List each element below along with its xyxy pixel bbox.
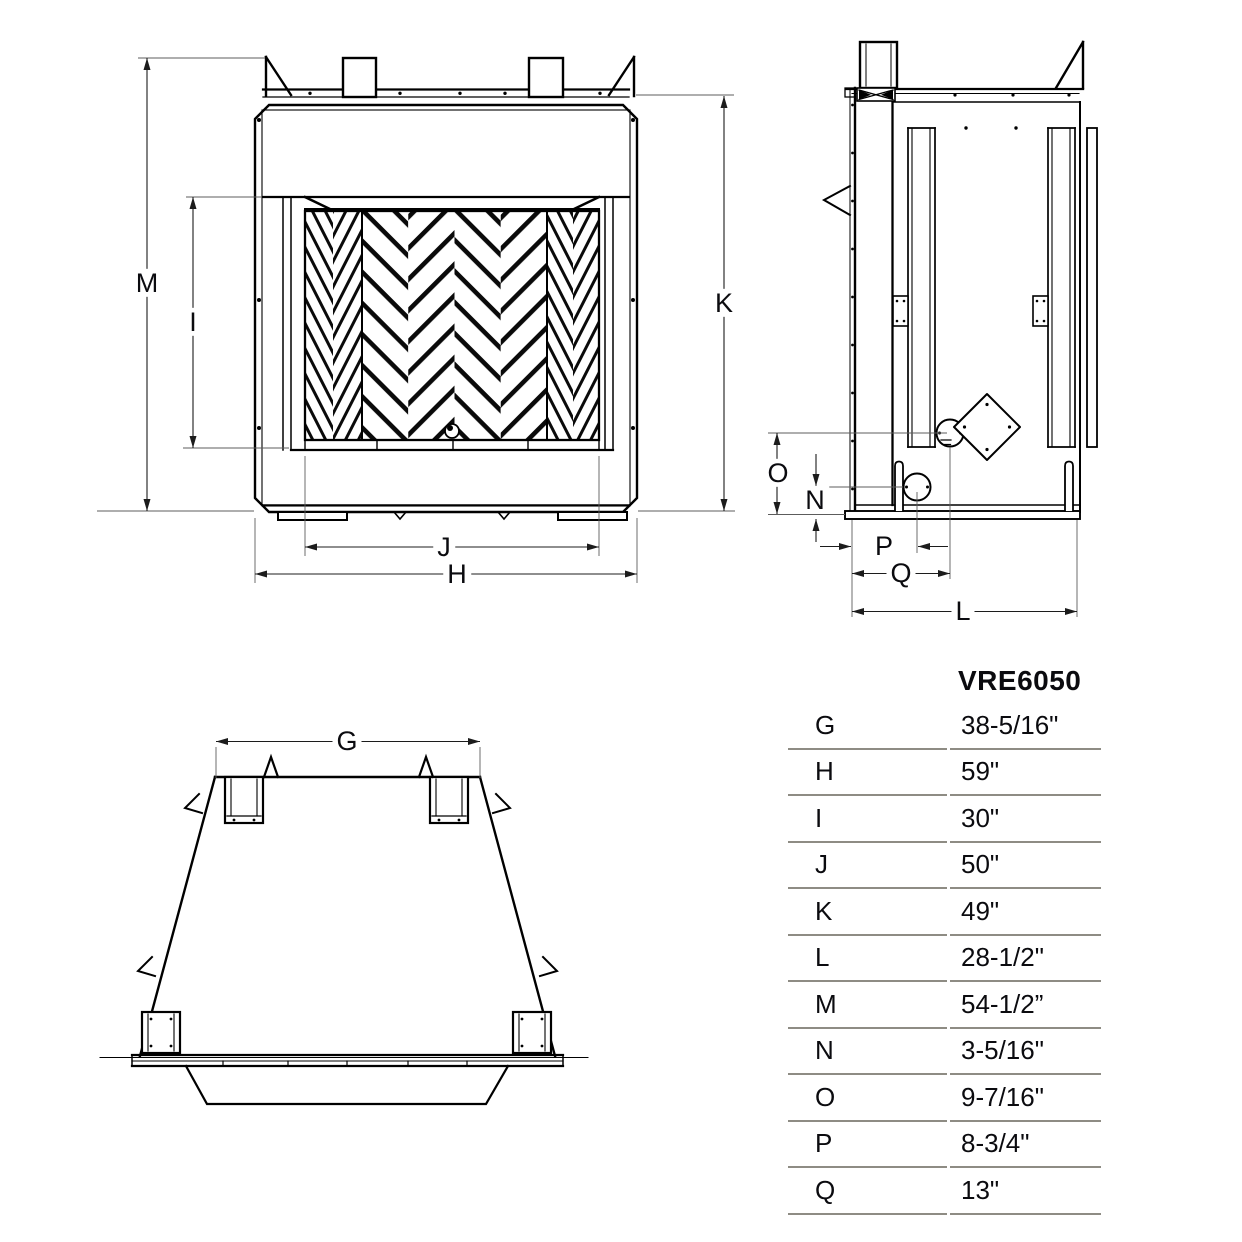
front-vent-stub-right (527, 56, 565, 99)
front-flange-screws (308, 91, 602, 96)
side-base-plate (844, 510, 1081, 520)
front-cabinet-screws (257, 118, 635, 430)
spec-table: VRE6050 G 38-5/16" H 59" I 30" J 50" K 4… (788, 658, 1101, 1215)
spec-row-q: Q 13" (788, 1168, 1101, 1215)
front-foot-right (557, 511, 628, 521)
base-post-right (1064, 460, 1074, 512)
top-rear-bracket-right (428, 775, 470, 825)
top-front-bay (184, 1064, 510, 1106)
front-corner-brace-left (264, 55, 293, 98)
rear-standoff-strip (1086, 127, 1098, 448)
spec-label: M (788, 982, 947, 1029)
spec-value: 13" (950, 1168, 1101, 1215)
side-corner-brace (1054, 40, 1085, 90)
interior-rail-right (1047, 127, 1076, 448)
side-wall-screws (851, 103, 854, 491)
dim-label-j: J (433, 532, 455, 561)
top-view-drawing (99, 753, 589, 1106)
spec-label: P (788, 1122, 947, 1168)
spec-label: O (788, 1075, 947, 1122)
top-rear-bracket-left (223, 775, 265, 825)
front-foot-left (277, 511, 348, 521)
front-corner-brace-right (607, 55, 636, 98)
dim-label-g: G (332, 726, 362, 755)
spec-value: 54-1/2” (950, 982, 1101, 1029)
front-view-drawing (253, 55, 639, 521)
firebox-brick-pattern (305, 211, 599, 440)
spec-value: 28-1/2" (950, 936, 1101, 982)
spec-value: 59" (950, 750, 1101, 796)
dim-label-o: O (763, 458, 793, 487)
rail-bracket-right (1032, 295, 1049, 327)
spec-value: 9-7/16" (950, 1075, 1101, 1122)
dim-label-q: Q (886, 558, 916, 587)
spec-row-k: K 49" (788, 889, 1101, 936)
spec-row-p: P 8-3/4" (788, 1122, 1101, 1168)
spec-value: 38-5/16" (950, 703, 1101, 750)
dim-label-l: L (951, 596, 975, 625)
top-front-rail (99, 1053, 589, 1068)
dim-label-h: H (443, 559, 471, 588)
dim-label-n: N (801, 485, 829, 514)
base-post-left (894, 460, 904, 512)
spec-label: H (788, 750, 947, 796)
pilot-fitting (444, 423, 460, 439)
side-wall-bracket (821, 184, 852, 217)
spec-label: N (788, 1029, 947, 1075)
spec-label: I (788, 796, 947, 843)
spec-label: K (788, 889, 947, 936)
spec-label: L (788, 936, 947, 982)
spec-row-l: L 28-1/2" (788, 936, 1101, 982)
spec-value: 30" (950, 796, 1101, 843)
spec-row-h: H 59" (788, 750, 1101, 796)
spec-value: 49" (950, 889, 1101, 936)
dim-label-p: P (870, 531, 898, 560)
spec-row-n: N 3-5/16" (788, 1029, 1101, 1075)
side-view-dimensions (768, 432, 1078, 617)
side-vent-stub (856, 40, 899, 102)
top-front-bracket-right (511, 1010, 553, 1055)
rail-bracket-left (892, 295, 909, 327)
spec-label: J (788, 843, 947, 889)
spec-label: Q (788, 1168, 947, 1215)
spec-row-j: J 50" (788, 843, 1101, 889)
spec-row-m: M 54-1/2” (788, 982, 1101, 1029)
spec-row-i: I 30" (788, 796, 1101, 843)
spec-row-o: O 9-7/16" (788, 1075, 1101, 1122)
spec-row-g: G 38-5/16" (788, 703, 1101, 750)
side-view-drawing (821, 40, 1098, 520)
spec-value: 8-3/4" (950, 1122, 1101, 1168)
spec-label: G (788, 703, 947, 750)
interior-rail-left (907, 127, 936, 448)
dim-label-k: K (710, 288, 738, 317)
spec-value: 50" (950, 843, 1101, 889)
dim-label-m: M (131, 268, 163, 297)
spec-value: 3-5/16" (950, 1029, 1101, 1075)
front-vent-stub-left (341, 56, 378, 99)
top-front-bracket-left (140, 1010, 182, 1055)
model-number: VRE6050 (958, 664, 1082, 696)
junction-plate-diamond (953, 393, 1021, 461)
hearth-brick-row (289, 439, 615, 452)
dim-label-i: I (185, 307, 201, 336)
